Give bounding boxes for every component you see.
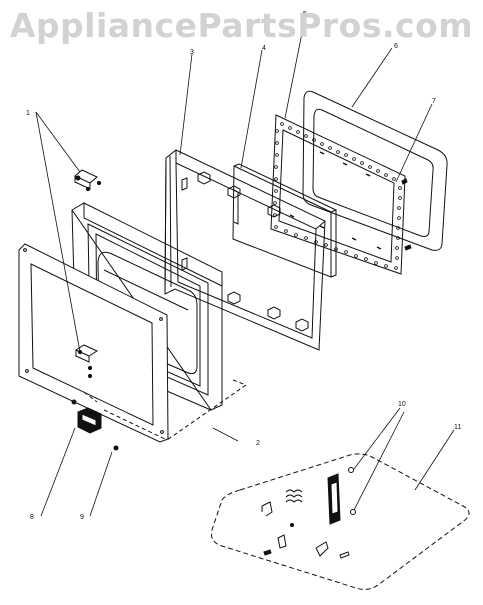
callout-labels: 1 2 3 4 5 6 7 8 9 10 11: [26, 11, 461, 521]
part-11-tray: [211, 453, 470, 590]
part-7-screws: [401, 178, 412, 251]
part-1-upper-hinge: [74, 169, 102, 192]
callout-2: 2: [256, 440, 260, 447]
assembly-dashed-lines: [83, 379, 248, 441]
part-1-lower-hinge: [74, 344, 99, 379]
callout-11: 11: [454, 424, 461, 431]
part-9-screw: [113, 445, 119, 451]
part-8-latch: [71, 399, 102, 434]
callout-1: 1: [26, 110, 30, 117]
callout-9: 9: [80, 514, 84, 521]
callout-7: 7: [432, 98, 436, 105]
part-3-inner-frame: [164, 149, 326, 351]
callout-6: 6: [394, 43, 398, 50]
callout-8: 8: [30, 514, 34, 521]
leader-lines: [35, 17, 455, 517]
part-6-outer-gasket: [302, 90, 448, 251]
callout-5: 5: [303, 11, 307, 18]
callout-10: 10: [398, 401, 406, 408]
callout-4: 4: [262, 45, 266, 52]
part-5-choke-gasket: [270, 114, 406, 275]
watermark: AppliancePartsPros.com: [9, 6, 474, 45]
callout-3: 3: [190, 49, 194, 56]
part-4-door-panel: [232, 163, 338, 278]
